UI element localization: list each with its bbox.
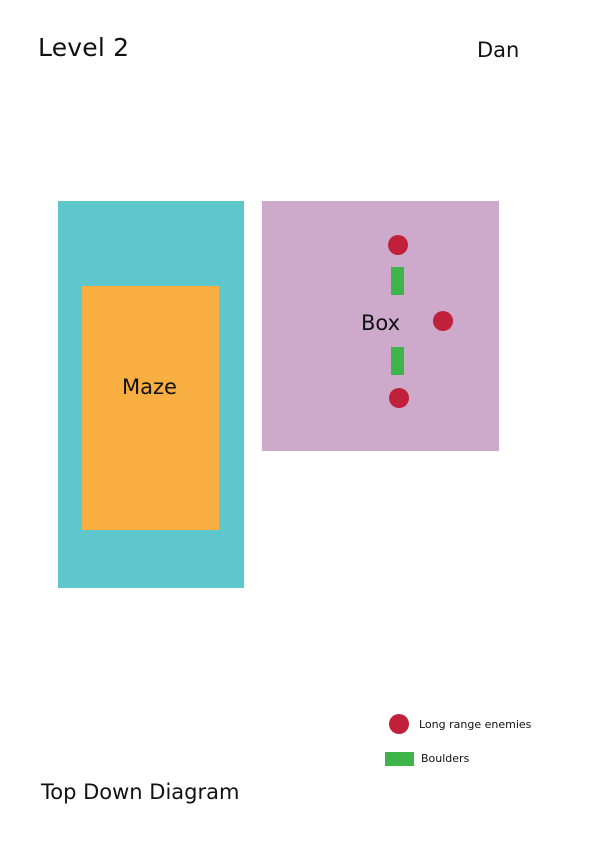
- long-range-enemy: [388, 235, 408, 255]
- legend-boulder-label: Boulders: [421, 752, 470, 765]
- long-range-enemy: [389, 388, 409, 408]
- legend: Long range enemies Boulders: [384, 712, 554, 772]
- legend-enemy-label: Long range enemies: [419, 718, 532, 731]
- boulder: [391, 347, 404, 375]
- author-name: Dan: [477, 38, 520, 62]
- maze-zone: Maze: [82, 286, 219, 530]
- maze-label: Maze: [122, 375, 177, 399]
- box-zone: Box: [262, 201, 499, 451]
- legend-boulder-icon: [385, 752, 414, 766]
- diagram-type-label: Top Down Diagram: [41, 780, 240, 804]
- box-label: Box: [361, 311, 401, 335]
- boulder: [391, 267, 404, 295]
- long-range-enemy: [433, 311, 453, 331]
- legend-enemy-icon: [389, 714, 409, 734]
- level-title: Level 2: [38, 33, 130, 62]
